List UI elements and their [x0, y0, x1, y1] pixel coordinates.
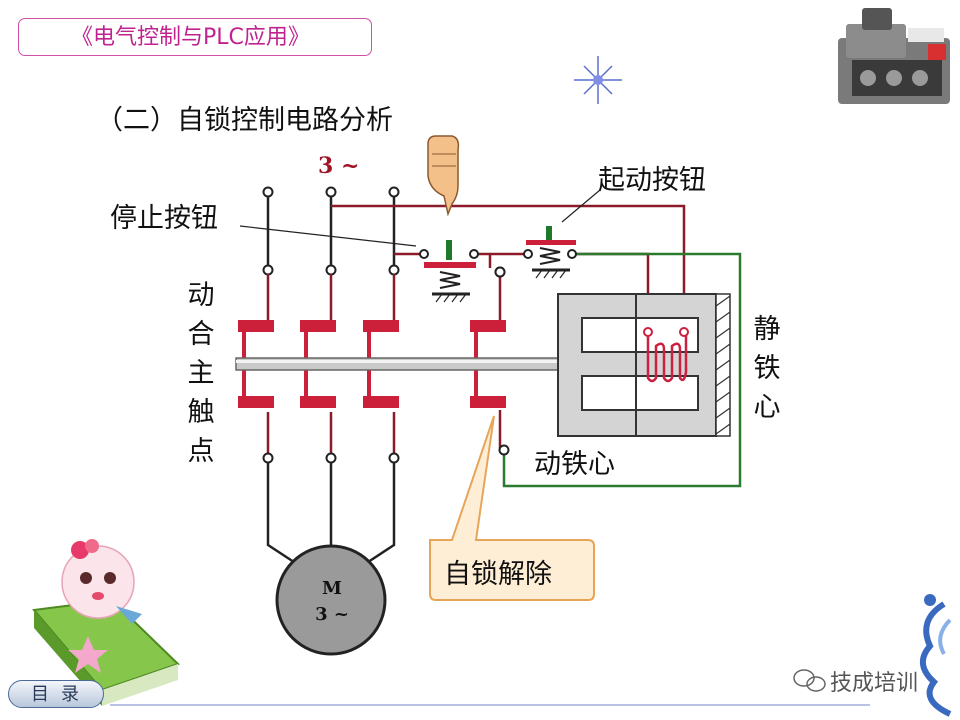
- course-title: 《电气控制与PLC应用》: [71, 25, 310, 50]
- self-lock-release-label: 自锁解除: [444, 559, 552, 590]
- stop-button-label: 停止按钮: [110, 203, 218, 234]
- main-contacts-label: 动合主触点: [187, 280, 215, 467]
- motor-phase: 3 ~: [315, 604, 349, 625]
- sparkle-icon: [574, 56, 622, 104]
- supply-label: 3 ~: [318, 153, 360, 179]
- callout-bubble: [429, 415, 595, 601]
- menu-button[interactable]: 目录: [8, 680, 104, 708]
- motor: [275, 544, 387, 656]
- armature-bar: [235, 357, 567, 371]
- wechat-icon: [793, 669, 826, 692]
- course-title-box: 《电气控制与PLC应用》: [18, 18, 372, 56]
- start-button-label: 起动按钮: [598, 165, 706, 196]
- thermal-relay-image: [838, 8, 950, 104]
- moving-core-label: 动铁心: [534, 449, 615, 480]
- pointing-hand-icon: [427, 135, 460, 217]
- section-title: （二）自锁控制电路分析: [96, 105, 393, 136]
- electromagnet: [557, 293, 731, 437]
- mascot-book-image: [32, 539, 180, 706]
- static-core-label: 静铁心: [753, 314, 781, 423]
- ornament-image: [920, 594, 952, 717]
- watermark-text: 技成培训: [830, 671, 919, 696]
- stop-button-symbol: [419, 240, 479, 303]
- motor-label: M 3 ~: [300, 576, 364, 628]
- motor-m: M: [322, 578, 342, 599]
- self-lock-wire: [502, 252, 742, 488]
- coil: [646, 332, 688, 383]
- start-button-symbol: [523, 226, 577, 279]
